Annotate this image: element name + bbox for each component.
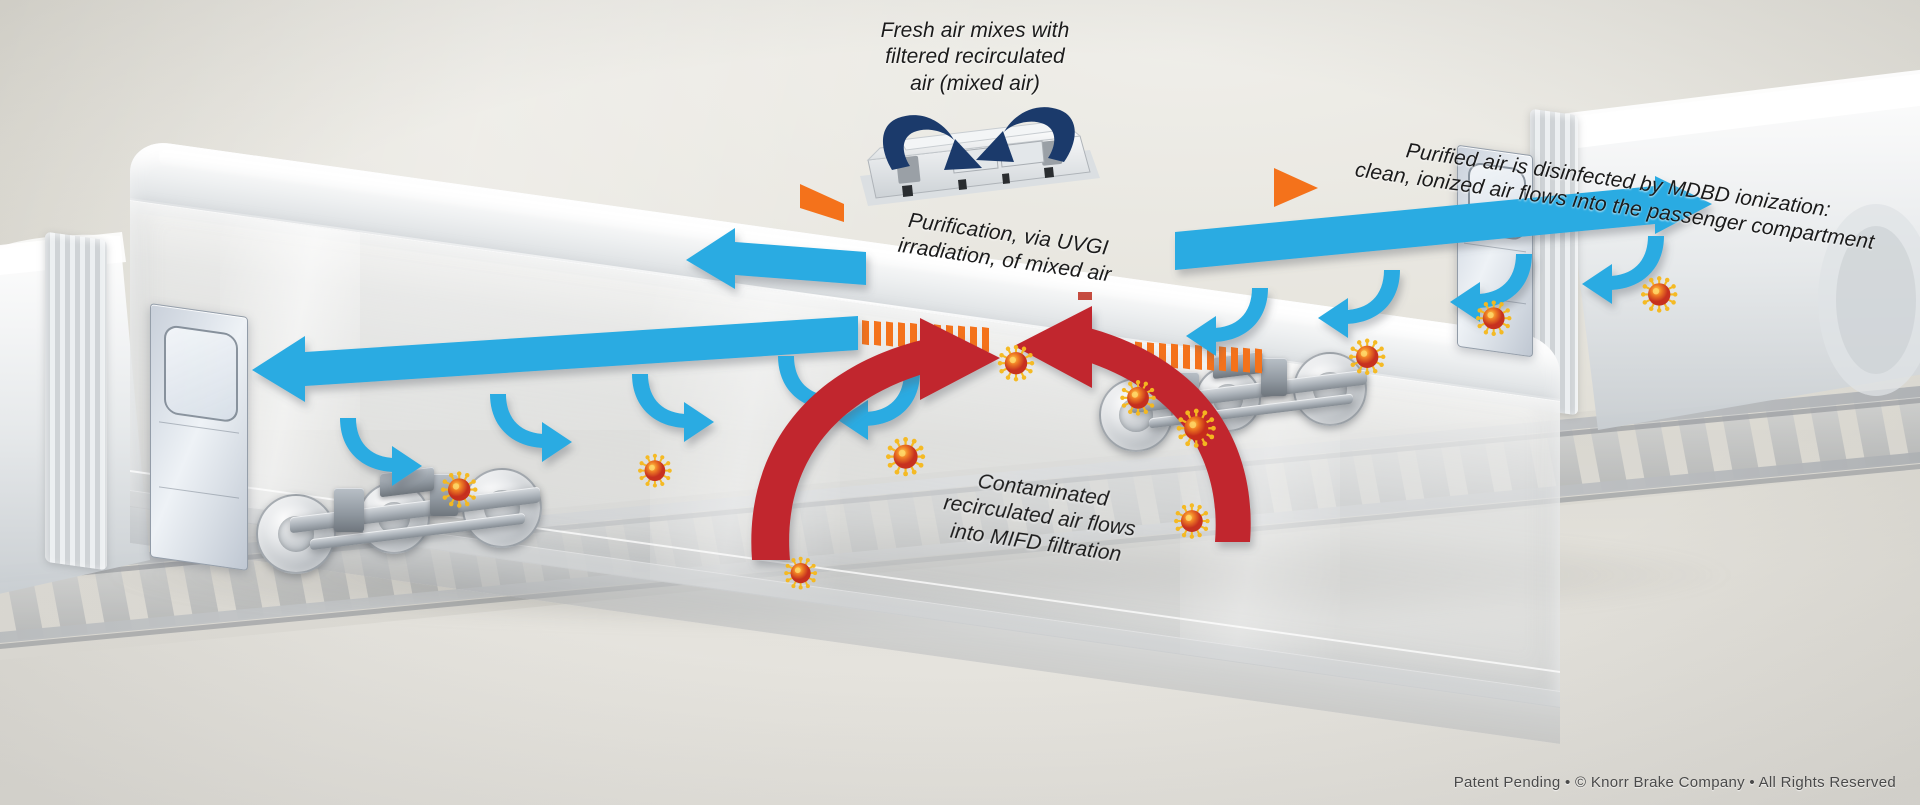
swirl-8 bbox=[1582, 236, 1664, 304]
swirl-3 bbox=[632, 374, 714, 442]
copyright-credit: Patent Pending • © Knorr Brake Company •… bbox=[1453, 774, 1896, 791]
bogie-wheelset-icon-left bbox=[250, 450, 580, 580]
swirl-2 bbox=[490, 394, 572, 462]
swirl-5 bbox=[1186, 288, 1268, 356]
swirl-6 bbox=[1318, 270, 1400, 338]
swirl-9 bbox=[838, 372, 920, 440]
swirl-1 bbox=[340, 418, 422, 486]
swirl-7 bbox=[1450, 254, 1532, 322]
caption-fresh-air: Fresh air mixes with filtered recirculat… bbox=[880, 19, 1070, 95]
